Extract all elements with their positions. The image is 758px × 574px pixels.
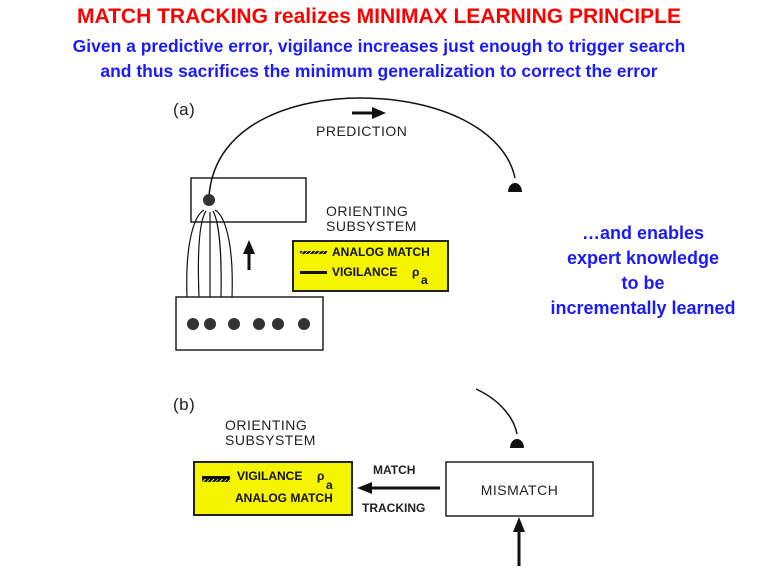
- vigilance-swatch: [300, 271, 327, 274]
- match-label: MATCH: [373, 463, 416, 477]
- adaptive-pathways: [186, 209, 233, 298]
- rho-symbol: ρ: [412, 265, 420, 279]
- analog-match-bar: [202, 479, 230, 482]
- side-text-1: …and enables: [581, 223, 705, 243]
- vigilance-bar: [202, 476, 230, 479]
- orienting-legend-a: ANALOG MATCH VIGILANCE ρ a: [292, 240, 449, 292]
- tracking-label: TRACKING: [362, 501, 426, 515]
- category-layer-box: [190, 177, 307, 223]
- slide-title: MATCH TRACKING realizes MINIMAX LEARNING…: [77, 5, 681, 28]
- orienting-legend-b: VIGILANCE ρ a ANALOG MATCH: [193, 461, 353, 516]
- rho-symbol-b: ρ: [317, 469, 325, 483]
- subtitle-line-2: and thus sacrifices the minimum generali…: [100, 61, 658, 81]
- orienting-label-a1: ORIENTING: [326, 203, 409, 219]
- vigilance-label-b: VIGILANCE: [237, 469, 303, 483]
- bell-terminal-a: [508, 183, 522, 192]
- bottom-up-arrow: [243, 240, 255, 254]
- panel-b-label: (b): [173, 395, 196, 414]
- feature-layer-box: [175, 296, 324, 351]
- mismatch-box: [445, 461, 594, 517]
- prediction-label: PREDICTION: [316, 123, 408, 139]
- input-arrow: [513, 517, 525, 532]
- side-text-2: expert knowledge: [566, 248, 720, 268]
- feature-nodes: [187, 318, 310, 330]
- orienting-label-b2: SUBSYSTEM: [225, 432, 316, 448]
- analog-match-swatch: [300, 251, 327, 254]
- orienting-label-a2: SUBSYSTEM: [326, 218, 417, 234]
- bell-terminal-b: [510, 439, 524, 448]
- mismatch-label: MISMATCH: [480, 482, 559, 498]
- match-tracking-arrow: [357, 482, 372, 494]
- active-category-node: [203, 194, 215, 206]
- orienting-label-b1: ORIENTING: [225, 417, 308, 433]
- panel-a-label: (a): [173, 100, 196, 119]
- prediction-arc: [208, 97, 516, 197]
- analog-match-label-b: ANALOG MATCH: [235, 491, 333, 505]
- analog-match-label: ANALOG MATCH: [332, 245, 430, 259]
- side-text-3: to be: [621, 273, 665, 293]
- side-text-4: incrementally learned: [550, 298, 736, 318]
- subtitle-line-1: Given a predictive error, vigilance incr…: [72, 36, 686, 56]
- vigilance-label: VIGILANCE: [332, 265, 398, 279]
- rho-subscript-b: a: [326, 478, 333, 492]
- rho-subscript: a: [421, 273, 428, 287]
